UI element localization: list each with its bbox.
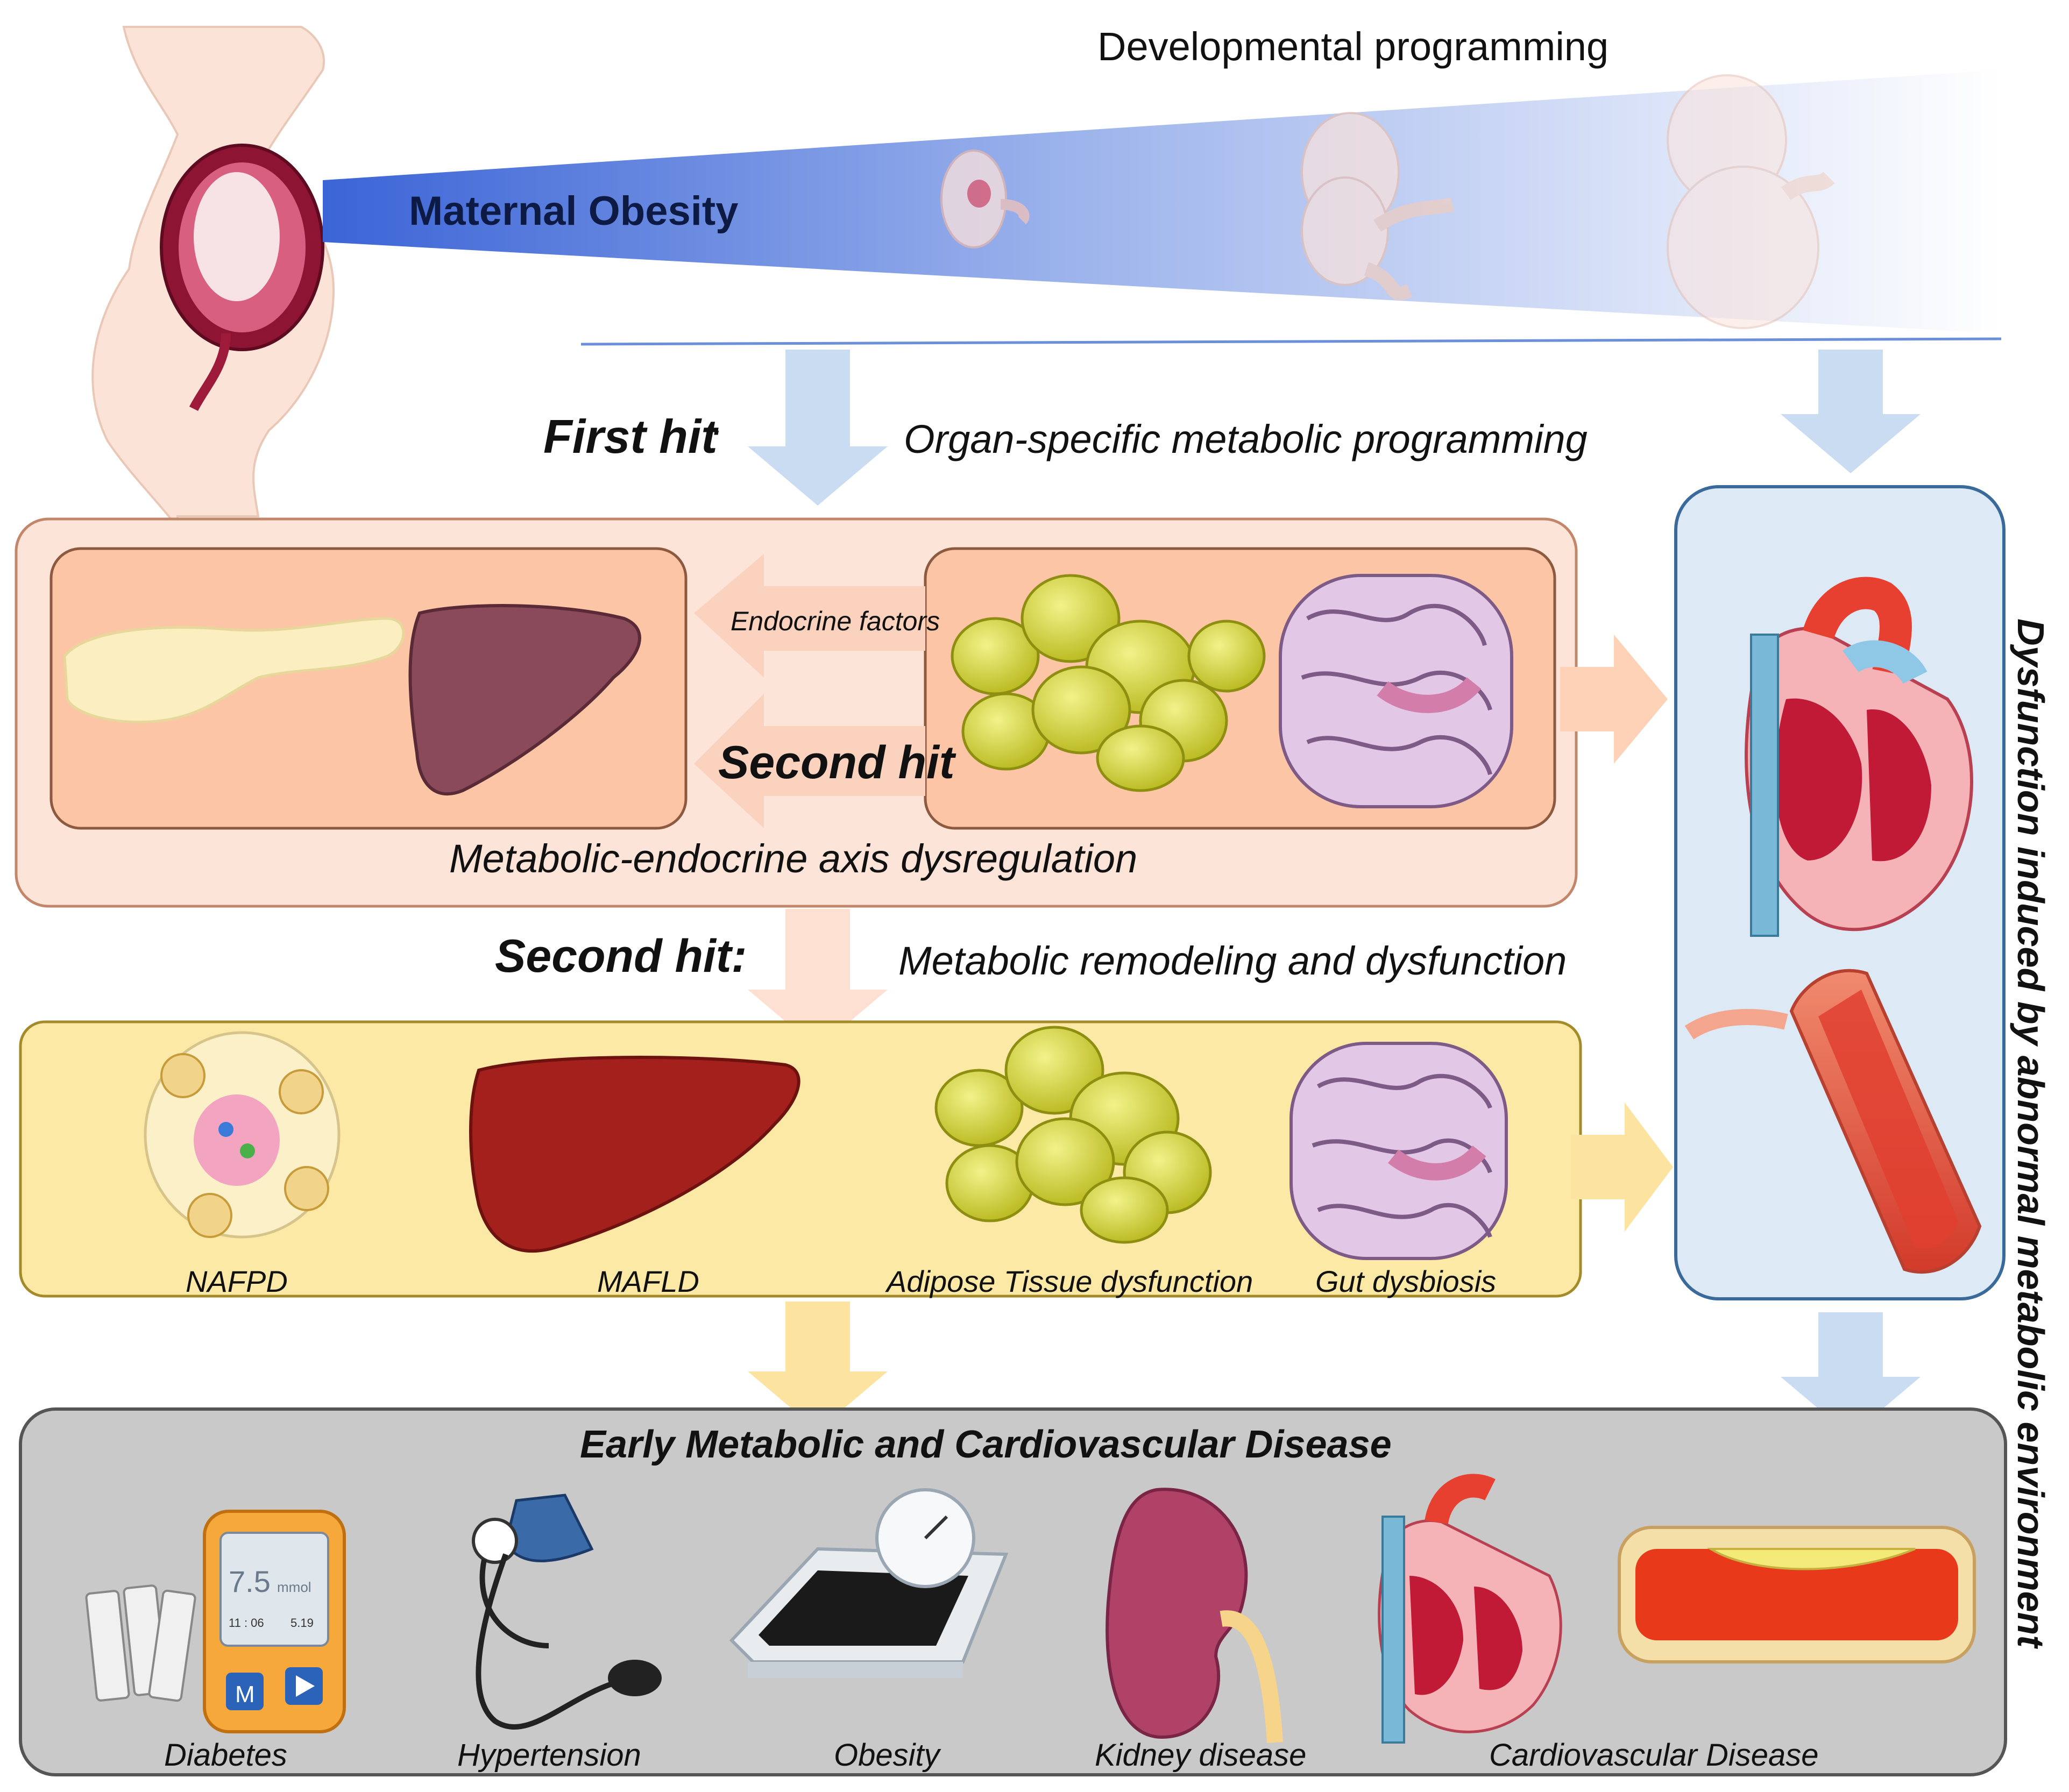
maternal-obesity-label: Maternal Obesity <box>409 188 739 234</box>
developmental-wedge <box>323 70 2001 333</box>
obesity-label: Obesity <box>834 1738 940 1773</box>
fetus-icon <box>1301 112 1455 301</box>
first-hit-label: First hit <box>543 410 717 463</box>
yellow-arrow-right <box>1571 1103 1673 1232</box>
adipose-tissue-illustration <box>951 574 1266 792</box>
kidney-disease-label: Kidney disease <box>1095 1738 1307 1773</box>
second-hit-inner-arrow <box>694 694 925 828</box>
plaque-artery-icon <box>1618 1526 1976 1663</box>
heart-small-icon <box>1378 1474 1562 1744</box>
mafld-liver-illustration <box>469 1056 800 1253</box>
test-strips-icon <box>85 1584 196 1702</box>
axis-box-caption: Metabolic-endocrine axis dysregulation <box>449 836 1138 881</box>
cardiovascular-disease-label: Cardiovascular Disease <box>1489 1738 1819 1773</box>
blue-arrow-right-top <box>1781 350 1921 473</box>
embryo-icon <box>940 150 1030 248</box>
glucometer-m-button: M <box>235 1681 255 1708</box>
nafpd-label: NAFPD <box>186 1264 288 1298</box>
developmental-programming-label: Developmental programming <box>1097 24 1609 69</box>
diabetes-label: Diabetes <box>164 1738 287 1773</box>
blue-arrow-right-bottom <box>1781 1312 1921 1436</box>
blood-pressure-monitor-icon <box>472 1494 662 1730</box>
peach-arrow-down <box>748 909 888 1049</box>
second-hit-inner-label: Second hit <box>718 737 955 788</box>
glucometer-icon <box>203 1510 346 1733</box>
glucometer-time: 11 : 06 <box>229 1616 264 1630</box>
glucometer-date: 5.19 <box>290 1616 314 1630</box>
kidney-icon <box>1106 1488 1283 1743</box>
artery-illustration <box>1684 969 1982 1274</box>
glucometer-reading: 7.5 <box>229 1565 271 1598</box>
first-hit-description: Organ-specific metabolic programming <box>904 417 1588 461</box>
yellow-arrow-down <box>748 1302 888 1431</box>
peach-arrow-right <box>1560 635 1668 764</box>
second-hit-label: Second hit: <box>495 930 747 982</box>
nafpd-illustration <box>144 1031 341 1239</box>
hypertension-label: Hypertension <box>457 1738 641 1773</box>
disease-box-title: Early Metabolic and Cardiovascular Disea… <box>580 1423 1392 1466</box>
second-hit-description: Metabolic remodeling and dysfunction <box>898 938 1567 983</box>
play-icon <box>296 1675 315 1697</box>
wedge-baseline <box>580 337 2002 346</box>
mafld-label: MAFLD <box>597 1264 699 1298</box>
side-vertical-label: Dysfunction induced by abnormal metaboli… <box>2010 618 2052 1648</box>
gut-label: Gut dysbiosis <box>1315 1264 1497 1298</box>
endocrine-factors-arrow <box>694 554 925 678</box>
pancreas-illustration <box>63 617 405 724</box>
baby-icon <box>1667 74 1835 329</box>
weighing-scale-icon <box>729 1488 1009 1678</box>
endocrine-factors-label: Endocrine factors <box>731 606 940 636</box>
liver-illustration <box>408 604 641 796</box>
intestine-illustration <box>1279 574 1513 808</box>
adipose-label: Adipose Tissue dysfunction <box>887 1264 1253 1298</box>
blue-arrow-first-hit <box>748 350 888 506</box>
gut-dysbiosis-illustration <box>1289 1042 1508 1260</box>
heart-illustration <box>1745 577 1973 937</box>
adipose-tissue-dysfunction-illustration <box>934 1026 1212 1244</box>
pregnant-woman-illustration <box>91 26 335 530</box>
first-hit-colon: : <box>709 416 721 461</box>
glucometer-unit: mmol <box>277 1579 311 1595</box>
